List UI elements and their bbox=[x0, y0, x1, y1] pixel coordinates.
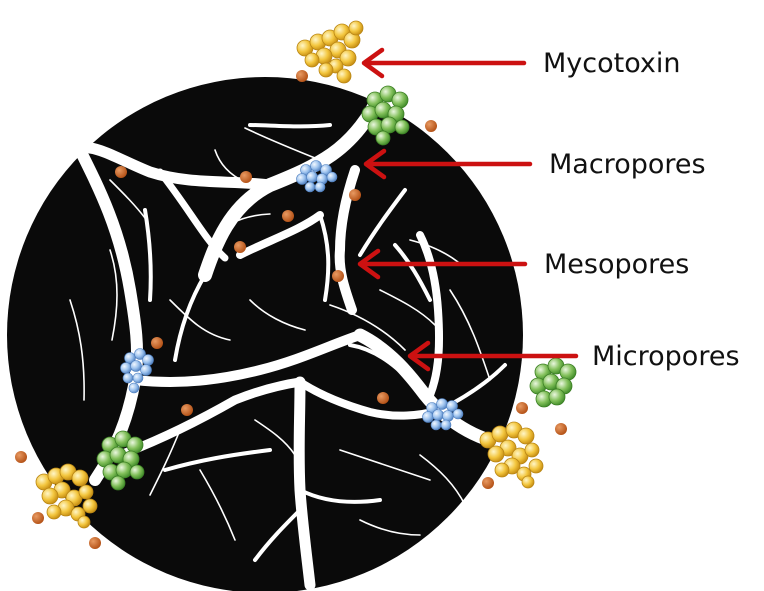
orange-dot-icon bbox=[377, 392, 389, 404]
orange-dot-icon bbox=[151, 337, 163, 349]
yellow-molecule-cluster-icon bbox=[479, 421, 544, 489]
orange-dot-icon bbox=[15, 451, 27, 463]
orange-dot-icon bbox=[296, 70, 308, 82]
orange-dot-icon bbox=[115, 166, 127, 178]
green-molecule-cluster-icon bbox=[96, 430, 145, 491]
micropores-label: Micropores bbox=[592, 341, 740, 372]
yellow-molecule-cluster-icon bbox=[296, 20, 364, 84]
orange-dot-icon bbox=[89, 537, 101, 549]
green-molecule-cluster-icon bbox=[529, 357, 577, 408]
orange-dot-icon bbox=[516, 402, 528, 414]
orange-dot-icon bbox=[282, 210, 294, 222]
mycotoxin-label: Mycotoxin bbox=[543, 48, 681, 79]
micropore-cracks bbox=[69, 127, 491, 541]
blue-molecule-cluster-icon bbox=[120, 348, 154, 394]
label-arrows bbox=[357, 47, 579, 372]
orange-dot-icon bbox=[240, 171, 252, 183]
blue-molecule-cluster-icon bbox=[296, 160, 338, 193]
macropores-label: Macropores bbox=[549, 149, 706, 180]
orange-dot-icon bbox=[555, 423, 567, 435]
orange-dot-icon bbox=[181, 404, 193, 416]
orange-dot-icon bbox=[349, 189, 361, 201]
macropores-arrow bbox=[363, 148, 533, 180]
orange-dot-icon bbox=[425, 120, 437, 132]
micropores-arrow bbox=[407, 340, 579, 372]
mesopore-channels bbox=[143, 123, 507, 562]
green-molecule-cluster-icon bbox=[361, 85, 410, 146]
mesopores-arrow bbox=[357, 248, 528, 280]
orange-dot-icon bbox=[482, 477, 494, 489]
mycotoxin-arrow bbox=[361, 47, 527, 79]
blue-molecule-cluster-icon bbox=[422, 398, 464, 431]
mesopores-label: Mesopores bbox=[544, 249, 689, 280]
yellow-molecule-cluster-icon bbox=[35, 463, 98, 529]
orange-dot-icon bbox=[32, 512, 44, 524]
small-molecules bbox=[15, 70, 567, 549]
orange-dot-icon bbox=[234, 241, 246, 253]
orange-dot-icon bbox=[332, 270, 344, 282]
